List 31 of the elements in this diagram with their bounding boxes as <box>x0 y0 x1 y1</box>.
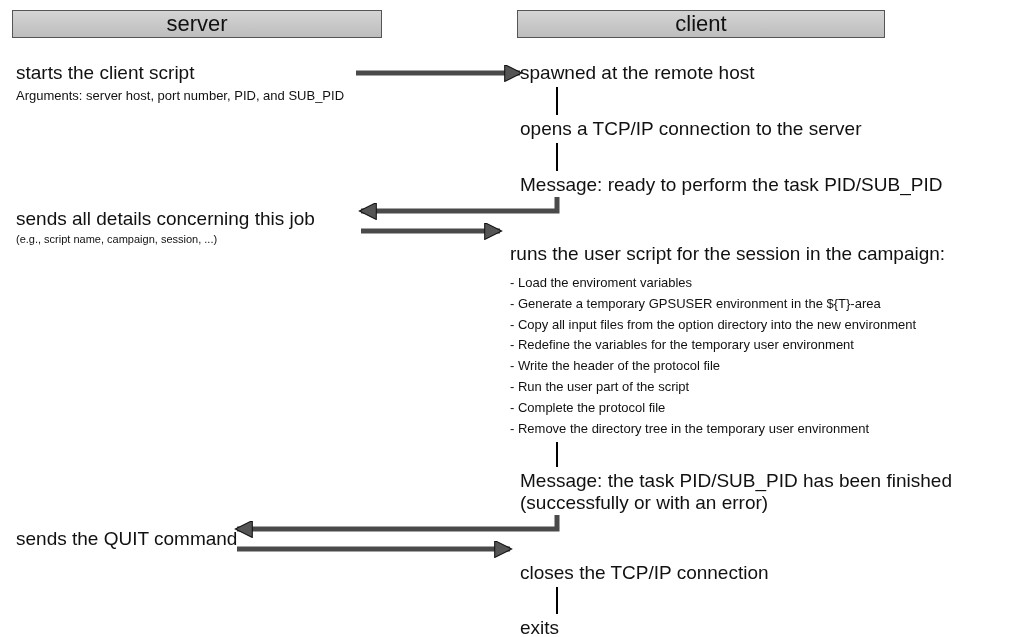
step-text: runs the user script for the session in the campaign: <box>510 243 947 265</box>
step-text: Message: ready to perform the task PID/SUB_PID <box>520 174 944 196</box>
arrow <box>237 540 513 558</box>
connector-line <box>556 586 558 615</box>
step-text: sends the QUIT command <box>16 528 238 550</box>
step-text: sends all details concerning this job <box>16 208 316 230</box>
connector-line <box>556 86 558 116</box>
list-item: - Copy all input files from the option directory into the new environment <box>510 315 918 334</box>
list-item: - Remove the directory tree in the temporary user environment <box>510 419 871 438</box>
arrow <box>361 222 503 240</box>
step-note: (e.g., script name, campaign, session, ...) <box>16 232 219 246</box>
list-item: - Complete the protocol file <box>510 398 667 417</box>
step-text: exits <box>520 617 561 637</box>
step-text: spawned at the remote host <box>520 62 756 84</box>
column-header: client <box>517 10 885 38</box>
step-text: Message: the task PID/SUB_PID has been finished (successfully or with an error) <box>520 470 953 514</box>
column-header: server <box>12 10 382 38</box>
step-text: closes the TCP/IP connection <box>520 562 770 584</box>
list-item: - Generate a temporary GPSUSER environment in the ${T}-area <box>510 294 882 313</box>
list-item: - Redefine the variables for the temporary user environment <box>510 336 855 355</box>
connector-line <box>556 441 558 468</box>
step-text: opens a TCP/IP connection to the server <box>520 118 863 140</box>
arrow <box>234 515 560 538</box>
list-item: - Write the header of the protocol file <box>510 357 722 376</box>
list-item: - Run the user part of the script <box>510 378 691 396</box>
step-text: starts the client script <box>16 62 196 84</box>
arrow <box>358 197 560 220</box>
arrow <box>356 64 523 82</box>
step-note: Arguments: server host, port number, PID, and SUB_PID <box>16 87 346 105</box>
list-item: - Load the enviroment variables <box>510 274 694 292</box>
connector-line <box>556 142 558 172</box>
